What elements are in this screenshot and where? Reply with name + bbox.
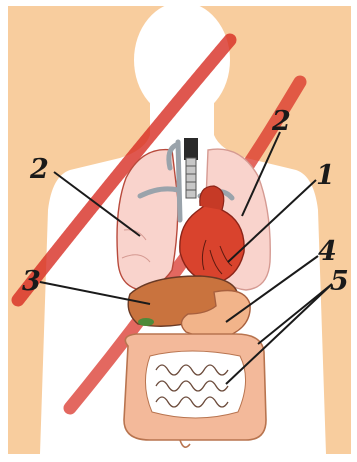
callout-label-3: 3 bbox=[22, 266, 41, 297]
callout-label-2-right: 2 bbox=[271, 106, 291, 137]
callout-label-1: 1 bbox=[316, 160, 335, 191]
trachea bbox=[184, 138, 198, 198]
intestines bbox=[124, 334, 266, 447]
callout-label-4: 4 bbox=[318, 236, 337, 267]
callout-label-5: 5 bbox=[330, 266, 349, 297]
callout-label-2-left: 2 bbox=[29, 154, 49, 185]
